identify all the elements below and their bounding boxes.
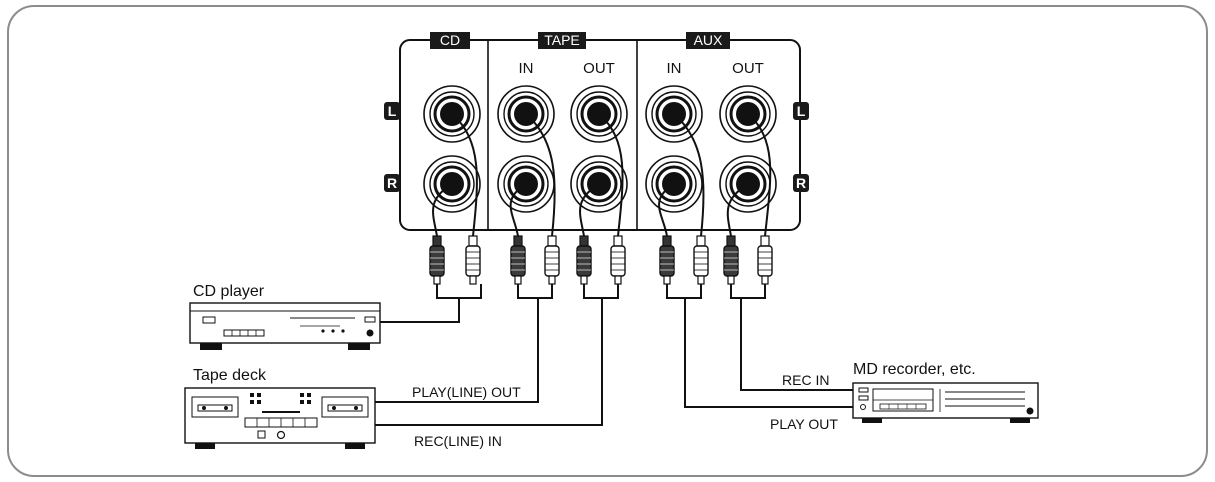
rear-panel: CD TAPE AUX IN OUT IN OUT L R L R	[384, 32, 809, 231]
cd-player-body	[189, 302, 381, 344]
section-header-cd	[430, 32, 470, 49]
cable-tape-out-left	[598, 113, 624, 237]
device-label-md-recorder: MD recorder, etc.	[853, 361, 976, 378]
cable-aux-out-left	[747, 113, 772, 237]
jack-label-aux-in: IN	[667, 60, 682, 77]
diagram-frame	[7, 5, 1208, 477]
channel-badge-right-1	[384, 174, 400, 192]
label-rec-line-in: REC(LINE) IN	[414, 433, 502, 449]
tape-rec-in-run	[375, 298, 603, 426]
rca-plug-aux-in-white	[693, 235, 709, 285]
cable-tape-in-left	[525, 113, 556, 237]
cable-tape-in-right	[509, 183, 527, 237]
cable-tape-out-right	[579, 183, 600, 237]
jack-label-tape-out: OUT	[583, 60, 615, 77]
aux-out-plug-bridge	[730, 284, 766, 299]
md-recorder-device: MD recorder, etc.	[852, 361, 1039, 423]
cable-cd-right	[432, 183, 453, 237]
cable-group	[432, 113, 772, 237]
channel-label-left-2: L	[797, 103, 806, 119]
rca-plug-cd-white	[465, 235, 481, 285]
channel-badge-right-2	[793, 174, 809, 192]
label-play-out: PLAY OUT	[770, 416, 838, 432]
plug-group	[429, 235, 773, 285]
section-title-cd: CD	[440, 32, 460, 48]
rca-plug-tape-out-red	[576, 235, 592, 285]
rca-plug-cd-red	[429, 235, 445, 285]
rca-plug-aux-out-white	[757, 235, 773, 285]
cd-player-device: CD player	[189, 283, 381, 350]
cable-aux-in-left	[673, 113, 705, 237]
cable-aux-in-right	[658, 183, 675, 237]
section-header-aux	[686, 32, 730, 49]
md-rec-in-run	[740, 298, 853, 391]
channel-label-left-1: L	[388, 103, 397, 119]
section-title-aux: AUX	[694, 32, 723, 48]
channel-badge-left-2	[793, 102, 809, 120]
channel-label-right-1: R	[387, 175, 397, 191]
section-header-tape	[538, 32, 586, 49]
label-rec-in: REC IN	[782, 372, 829, 388]
section-title-tape: TAPE	[544, 32, 580, 48]
channel-label-right-2: R	[796, 175, 806, 191]
tape-play-out-run	[375, 298, 539, 403]
device-label-tape-deck: Tape deck	[193, 367, 267, 384]
cd-cable-run	[380, 298, 460, 323]
cable-cd-left	[451, 113, 478, 237]
rca-plug-tape-out-white	[610, 235, 626, 285]
jack-label-tape-in: IN	[519, 60, 534, 77]
tape-in-plug-bridge	[517, 284, 553, 299]
rca-plug-tape-in-red	[510, 235, 526, 285]
channel-badge-left-1	[384, 102, 400, 120]
routing-lines	[375, 284, 853, 426]
device-label-cd-player: CD player	[193, 283, 265, 300]
tape-deck-device: Tape deck	[184, 367, 376, 449]
cable-aux-out-right	[726, 183, 749, 237]
md-play-out-run	[684, 298, 853, 408]
rca-plug-aux-in-red	[659, 235, 675, 285]
rca-plug-aux-out-red	[723, 235, 739, 285]
label-play-line-out: PLAY(LINE) OUT	[412, 384, 521, 400]
jack-label-aux-out: OUT	[732, 60, 764, 77]
